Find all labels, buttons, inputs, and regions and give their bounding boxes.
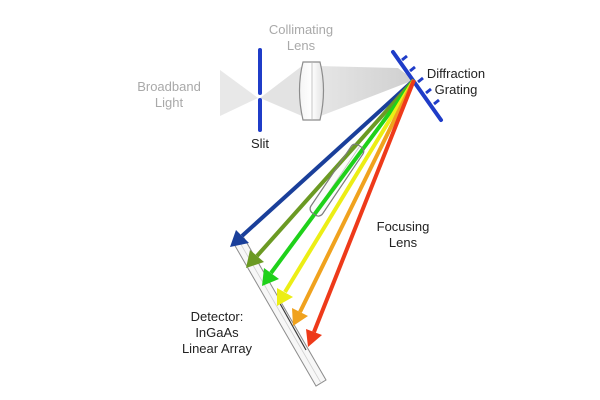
ray-olive-green: [255, 78, 416, 258]
broadband-light-label: Broadband Light: [137, 79, 201, 110]
ray-orange: [298, 79, 416, 313]
detector-label: Detector: InGaAs Linear Array: [181, 309, 253, 356]
ray-blue: [240, 78, 416, 238]
focusing-lens-label: Focusing Lens: [376, 219, 430, 250]
ray-green: [269, 78, 416, 275]
ray-red: [312, 79, 416, 333]
ray-yellow: [283, 78, 416, 294]
diffraction-grating: [391, 50, 443, 122]
diverging-beam: [260, 66, 302, 116]
collimating-lens: [298, 61, 325, 121]
broadband-light-cone: [220, 70, 258, 116]
collimated-beam: [318, 66, 414, 117]
dispersed-rays: [230, 78, 416, 347]
collimating-lens-label: Collimating Lens: [268, 22, 334, 53]
focusing-lens-overlay: [309, 143, 365, 217]
diffraction-grating-label: Diffraction Grating: [426, 66, 486, 97]
slit-label: Slit: [250, 136, 270, 151]
